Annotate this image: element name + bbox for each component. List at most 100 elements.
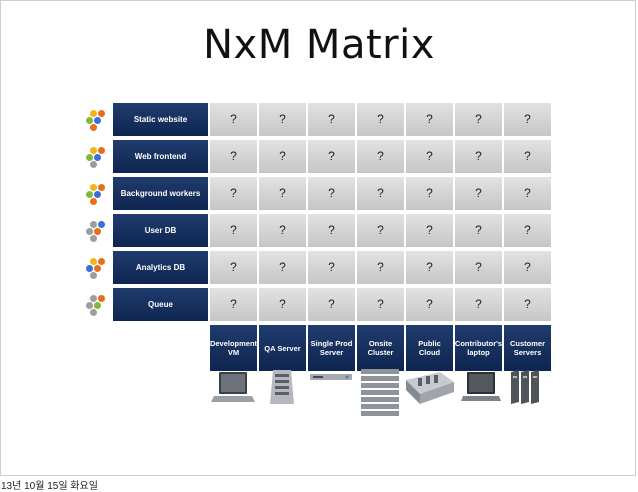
matrix-cell: ? bbox=[259, 103, 306, 136]
hex-dot bbox=[90, 110, 97, 117]
hex-dot bbox=[90, 309, 97, 316]
server-stack-icon bbox=[361, 369, 399, 416]
matrix-cell: ? bbox=[504, 140, 551, 173]
hex-dot bbox=[86, 191, 93, 198]
hex-dot bbox=[86, 154, 93, 161]
hex-dot bbox=[90, 295, 97, 302]
row-label: Web frontend bbox=[113, 140, 208, 173]
nxm-matrix: Static website???????Web frontend???????… bbox=[113, 103, 551, 371]
hex-dot bbox=[90, 258, 97, 265]
matrix-cell: ? bbox=[406, 251, 453, 284]
matrix-cell: ? bbox=[210, 103, 257, 136]
matrix-cell: ? bbox=[455, 103, 502, 136]
column-label: Development VM bbox=[210, 325, 257, 371]
matrix-cell: ? bbox=[308, 103, 355, 136]
hex-dot bbox=[90, 161, 97, 168]
hex-dot bbox=[98, 184, 105, 191]
matrix-cell: ? bbox=[455, 177, 502, 210]
row-label: Static website bbox=[113, 103, 208, 136]
matrix-cell: ? bbox=[406, 214, 453, 247]
hex-dot bbox=[94, 228, 101, 235]
matrix-cell: ? bbox=[259, 214, 306, 247]
matrix-cell: ? bbox=[455, 214, 502, 247]
matrix-cell: ? bbox=[357, 177, 404, 210]
matrix-cell: ? bbox=[308, 251, 355, 284]
matrix-cell: ? bbox=[210, 140, 257, 173]
matrix-cell: ? bbox=[308, 214, 355, 247]
hex-dot bbox=[98, 258, 105, 265]
laptop-icon bbox=[461, 372, 501, 401]
hex-dot bbox=[94, 117, 101, 124]
matrix-cell: ? bbox=[504, 251, 551, 284]
hex-dot bbox=[98, 110, 105, 117]
hex-dot bbox=[94, 154, 101, 161]
hex-dot bbox=[90, 272, 97, 279]
matrix-cell: ? bbox=[455, 251, 502, 284]
rack-server-icon bbox=[310, 374, 352, 380]
matrix-cell: ? bbox=[455, 288, 502, 321]
matrix-cell: ? bbox=[357, 140, 404, 173]
column-label: Customer Servers bbox=[504, 325, 551, 371]
matrix-cell: ? bbox=[357, 214, 404, 247]
column-label: Onsite Cluster bbox=[357, 325, 404, 371]
matrix-cell: ? bbox=[210, 251, 257, 284]
hex-dot bbox=[86, 117, 93, 124]
matrix-cell: ? bbox=[259, 140, 306, 173]
column-label: QA Server bbox=[259, 325, 306, 371]
hex-dot bbox=[90, 235, 97, 242]
hex-dot bbox=[94, 302, 101, 309]
matrix-cell: ? bbox=[259, 288, 306, 321]
row-label: User DB bbox=[113, 214, 208, 247]
row-label: Queue bbox=[113, 288, 208, 321]
hex-dot bbox=[90, 198, 97, 205]
slide-timestamp: 13년 10월 15일 화요일 bbox=[1, 481, 98, 492]
matrix-cell: ? bbox=[504, 103, 551, 136]
matrix-cell: ? bbox=[259, 177, 306, 210]
hexagon-cluster-icon bbox=[84, 221, 112, 245]
matrix-cell: ? bbox=[259, 251, 306, 284]
matrix-cell: ? bbox=[210, 214, 257, 247]
matrix-cell: ? bbox=[357, 288, 404, 321]
hexagon-cluster-icon bbox=[84, 147, 112, 171]
hex-dot bbox=[90, 184, 97, 191]
hex-dot bbox=[98, 147, 105, 154]
hex-dot bbox=[94, 265, 101, 272]
matrix-cell: ? bbox=[308, 177, 355, 210]
hex-dot bbox=[98, 221, 105, 228]
hexagon-cluster-icon bbox=[84, 110, 112, 134]
slide-title: NxM Matrix bbox=[203, 22, 435, 68]
hex-dot bbox=[86, 228, 93, 235]
hexagon-cluster-icon bbox=[84, 295, 112, 319]
matrix-cell: ? bbox=[504, 214, 551, 247]
hexagon-cluster-icon bbox=[84, 258, 112, 282]
blade-server-icon bbox=[270, 370, 294, 404]
datacenter-icon bbox=[406, 372, 454, 404]
column-label: Single Prod Server bbox=[308, 325, 355, 371]
matrix-cell: ? bbox=[504, 177, 551, 210]
matrix-cell: ? bbox=[357, 251, 404, 284]
column-label: Contributor's laptop bbox=[455, 325, 502, 371]
matrix-cell: ? bbox=[406, 103, 453, 136]
hex-dot bbox=[90, 221, 97, 228]
hex-dot bbox=[90, 147, 97, 154]
matrix-cell: ? bbox=[455, 140, 502, 173]
matrix-cell: ? bbox=[308, 140, 355, 173]
hexagon-cluster-icon bbox=[84, 184, 112, 208]
matrix-cell: ? bbox=[406, 288, 453, 321]
hex-dot bbox=[90, 124, 97, 131]
hex-dot bbox=[98, 295, 105, 302]
laptop-icon bbox=[211, 372, 255, 402]
matrix-cell: ? bbox=[308, 288, 355, 321]
matrix-cell: ? bbox=[357, 103, 404, 136]
hex-dot bbox=[86, 302, 93, 309]
matrix-cell: ? bbox=[504, 288, 551, 321]
column-label: Public Cloud bbox=[406, 325, 453, 371]
row-label: Background workers bbox=[113, 177, 208, 210]
hex-dot bbox=[94, 191, 101, 198]
matrix-cell: ? bbox=[406, 140, 453, 173]
hex-dot bbox=[86, 265, 93, 272]
server-rack-icon bbox=[511, 370, 539, 404]
matrix-cell: ? bbox=[210, 177, 257, 210]
slide-frame bbox=[0, 0, 636, 476]
matrix-corner bbox=[113, 325, 208, 371]
